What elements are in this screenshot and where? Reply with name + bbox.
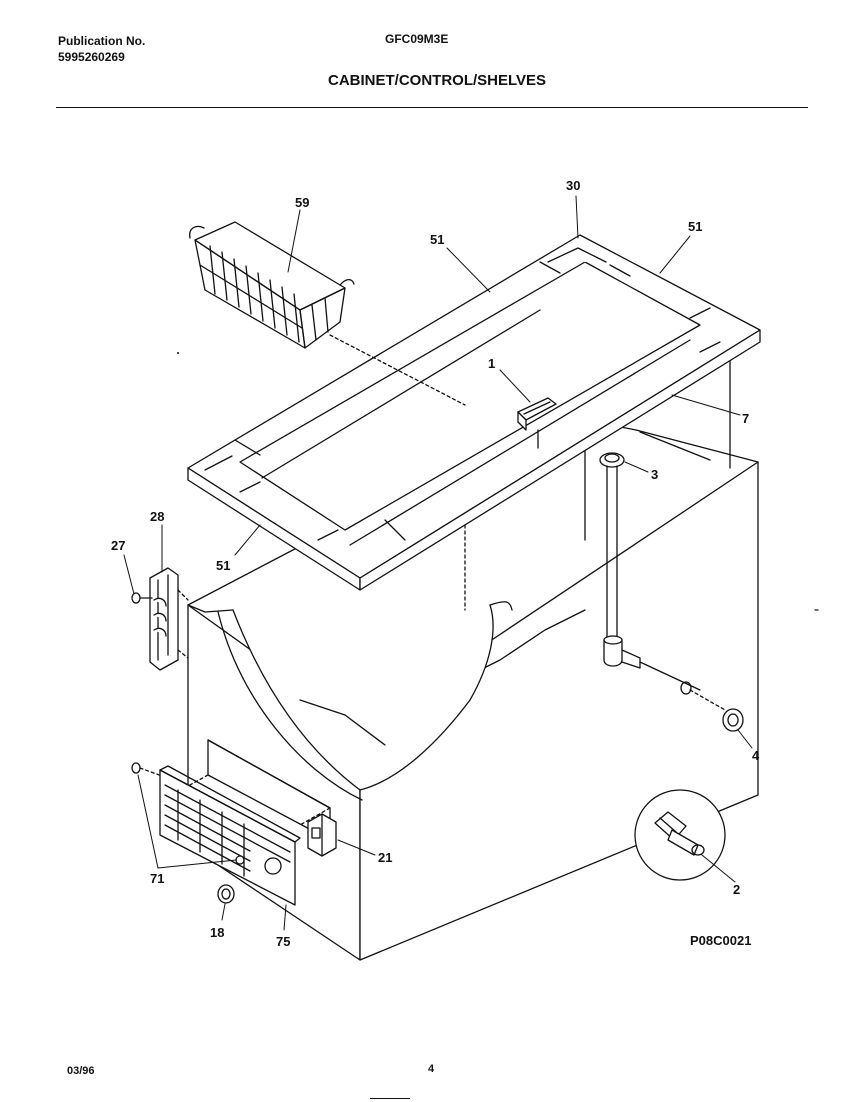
- callout-71: 71: [150, 871, 164, 886]
- thermostat-control: [517, 397, 557, 449]
- callout-labels: 59 30 51 51 51 1 7 3 4 2 28 27 21 71 18 …: [111, 178, 760, 949]
- callout-75: 75: [276, 934, 290, 949]
- drawing-code: P08C0021: [690, 933, 752, 948]
- callout-21: 21: [378, 850, 392, 865]
- wire-basket: [189, 221, 466, 406]
- publication-label: Publication No.: [58, 34, 146, 48]
- drain-assembly: [599, 452, 744, 732]
- callout-30: 30: [566, 178, 580, 193]
- terminal-block: [307, 813, 337, 857]
- page-number: 4: [428, 1063, 435, 1075]
- leader-lines: [123, 195, 753, 931]
- callout-1: 1: [488, 356, 495, 371]
- drain-fitting-detail: [634, 789, 726, 881]
- callout-28: 28: [150, 509, 164, 524]
- revision-date: 03/96: [67, 1065, 95, 1077]
- callout-3: 3: [651, 467, 658, 482]
- callout-27: 27: [111, 538, 125, 553]
- callout-7: 7: [742, 411, 749, 426]
- callout-4: 4: [752, 748, 760, 763]
- callout-51-right: 51: [688, 219, 702, 234]
- hinge-screw: [131, 592, 153, 604]
- callout-51-left: 51: [430, 232, 444, 247]
- header-divider: [56, 107, 808, 108]
- publication-number: 5995260269: [58, 50, 125, 64]
- model-number: GFC09M3E: [385, 32, 449, 46]
- callout-59: 59: [295, 195, 309, 210]
- callout-51-front: 51: [216, 558, 230, 573]
- hinge: [149, 567, 189, 671]
- callout-2: 2: [733, 882, 740, 897]
- callout-18: 18: [210, 925, 224, 940]
- kickplate-grille: [131, 762, 301, 906]
- stray-mark: [177, 352, 179, 354]
- page-title: CABINET/CONTROL/SHELVES: [328, 72, 547, 89]
- footer-divider: [370, 1098, 410, 1099]
- breaker-strip-frame: [187, 234, 761, 591]
